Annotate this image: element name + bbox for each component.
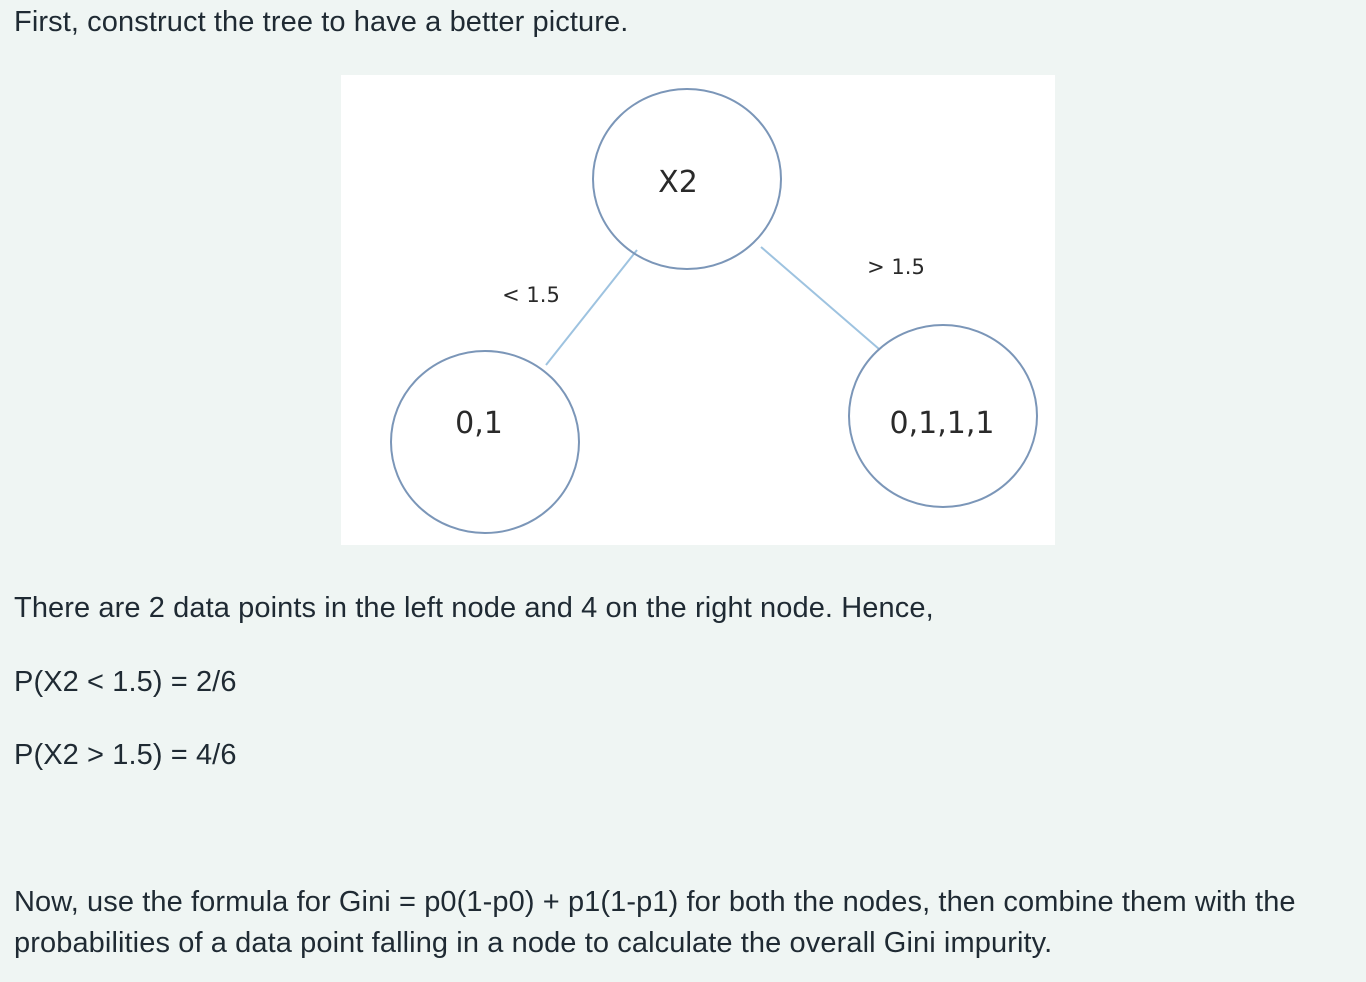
gini-formula-paragraph: Now, use the formula for Gini = p0(1-p0)… <box>14 886 1296 960</box>
left-node-label: 0,1 <box>455 406 503 441</box>
left-node <box>390 350 580 534</box>
root-node <box>592 88 782 270</box>
right-node <box>848 324 1038 508</box>
root-node-label: X2 <box>658 165 698 200</box>
left-edge-line <box>545 249 638 366</box>
probability-right: P(X2 > 1.5) = 4/6 <box>14 739 237 771</box>
decision-tree-svg: X2 0,1 0,1,1,1 < 1.5 > 1.5 <box>390 88 1038 534</box>
probability-left: P(X2 < 1.5) = 2/6 <box>14 666 237 698</box>
right-edge-line <box>760 246 880 350</box>
right-edge-label: > 1.5 <box>867 255 925 279</box>
right-node-label: 0,1,1,1 <box>890 406 995 441</box>
decision-tree-diagram: X2 0,1 0,1,1,1 < 1.5 > 1.5 <box>341 75 1055 545</box>
data-points-paragraph: There are 2 data points in the left node… <box>14 592 934 624</box>
left-edge-label: < 1.5 <box>502 283 560 307</box>
intro-paragraph: First, construct the tree to have a bett… <box>14 6 629 38</box>
